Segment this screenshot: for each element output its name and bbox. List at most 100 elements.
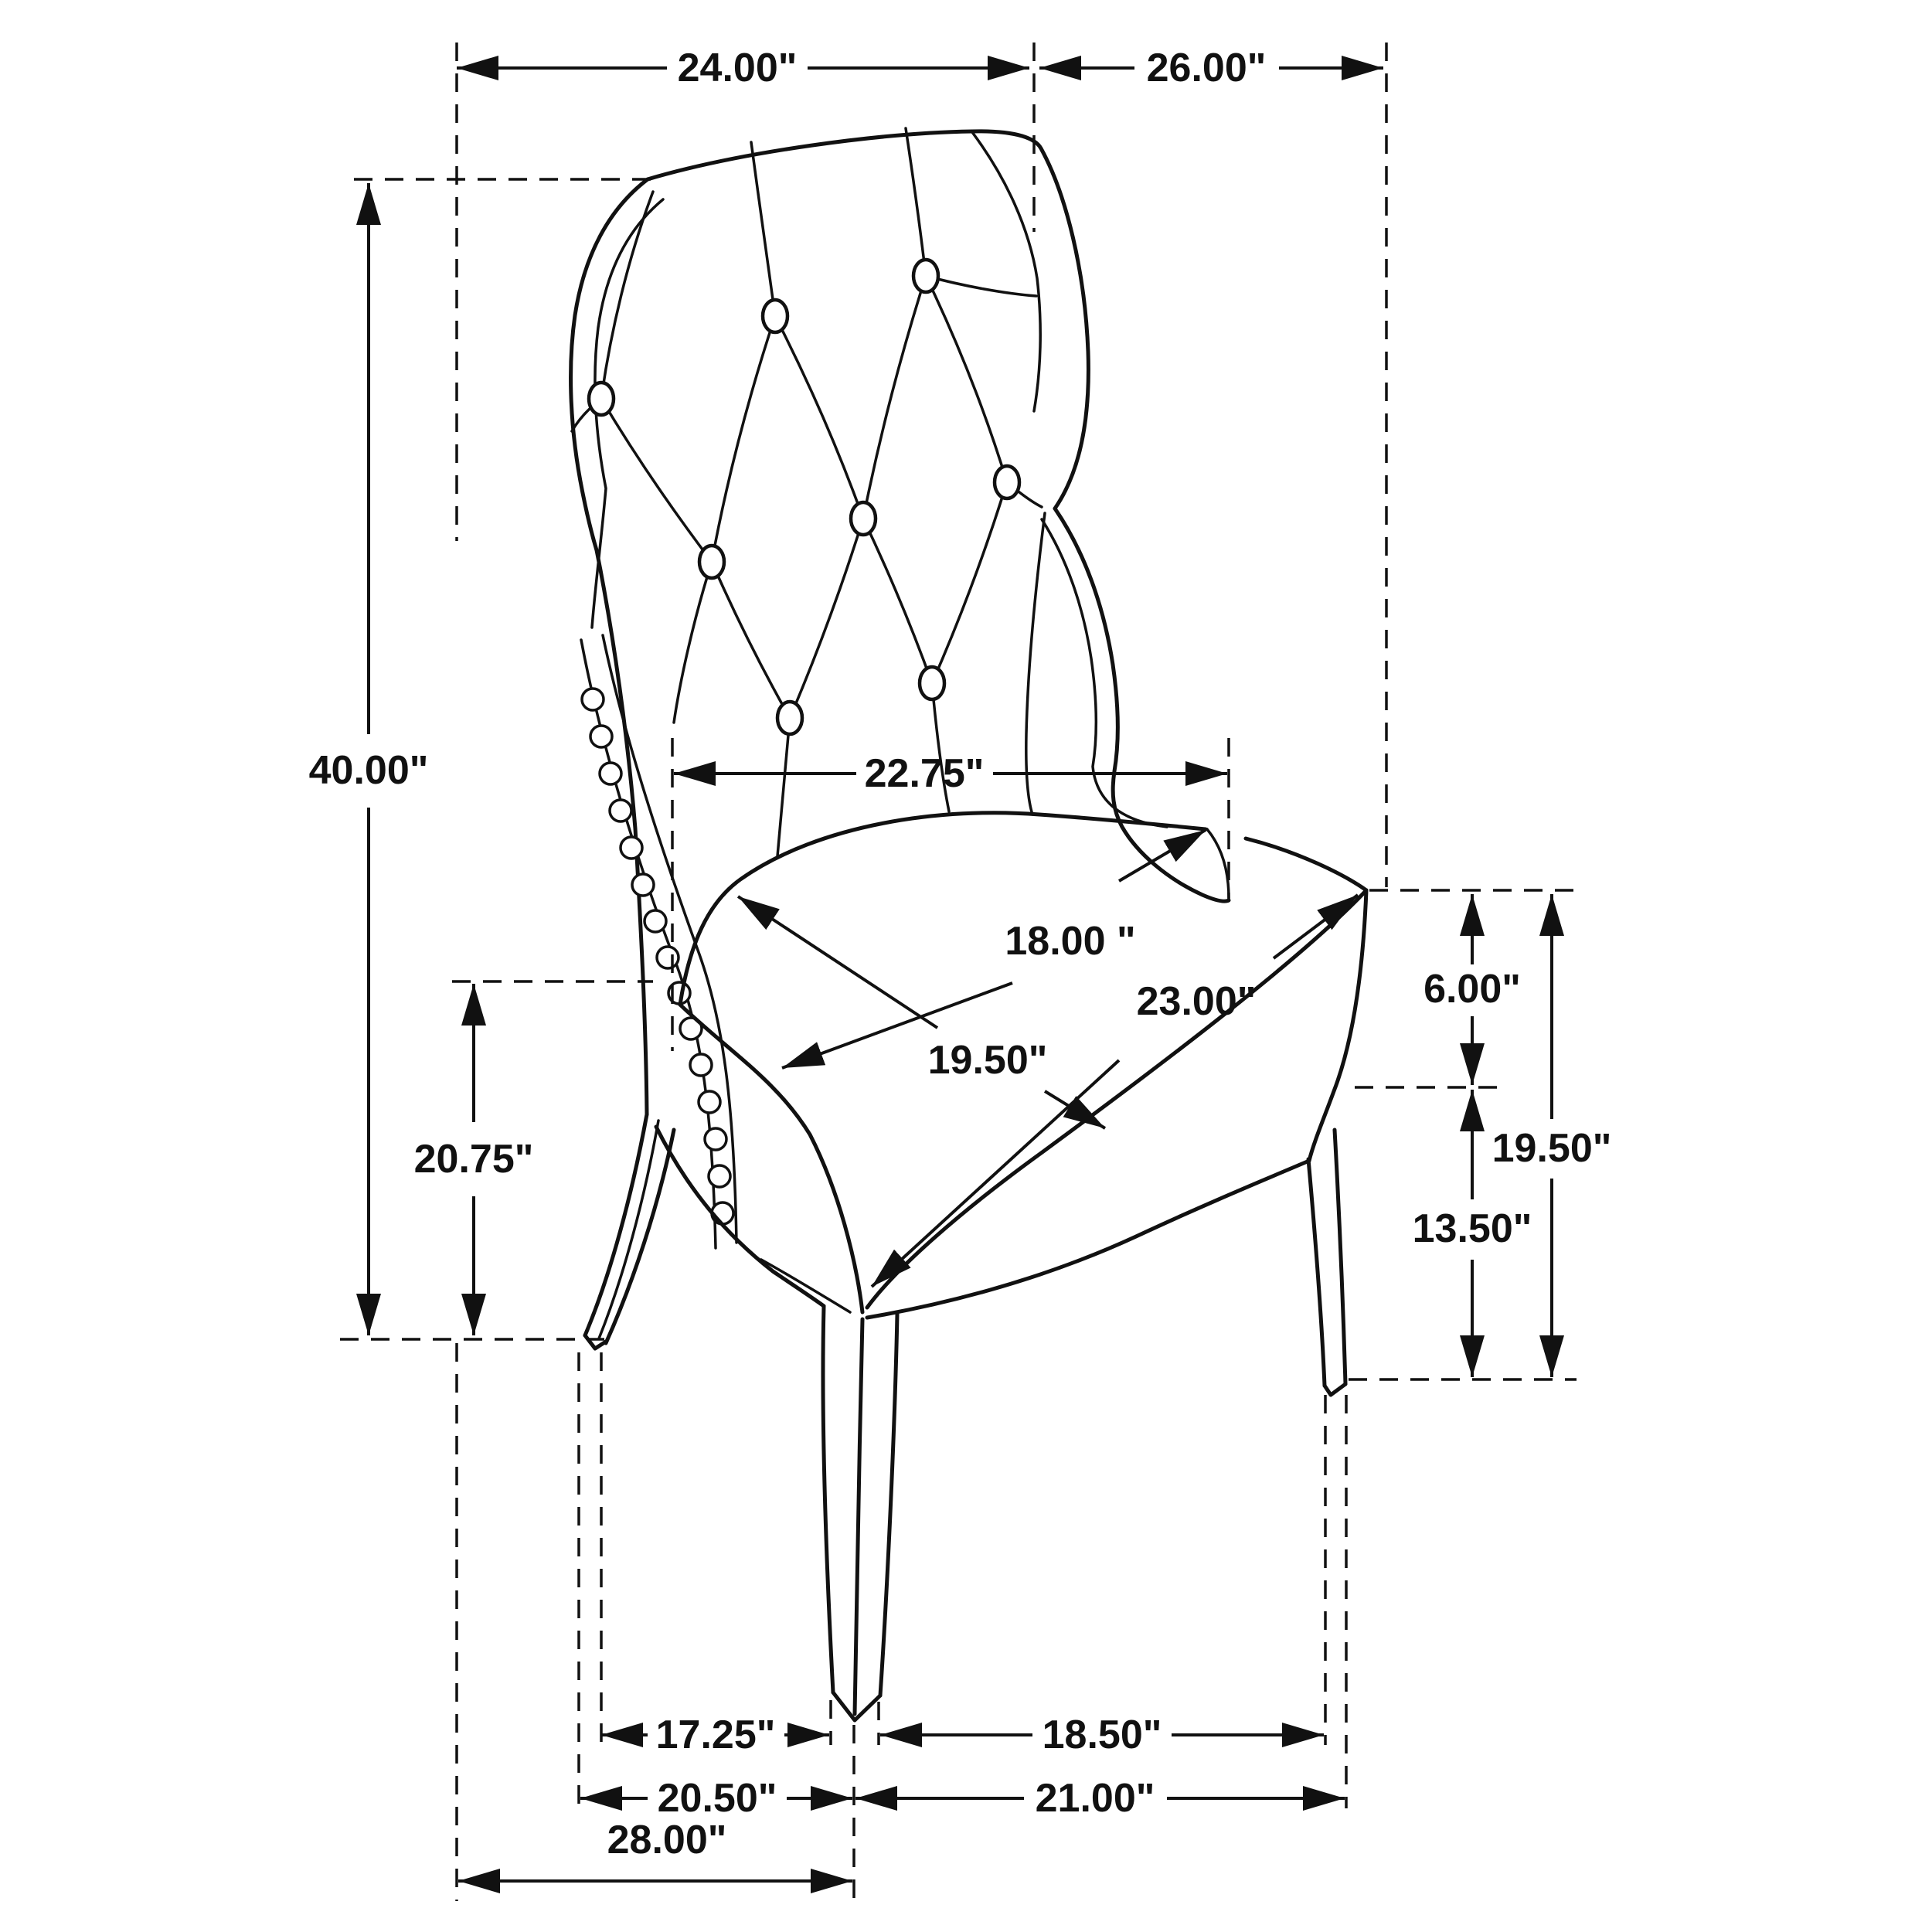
rear-left-leg-outer-edge xyxy=(583,1112,649,1338)
dimension-seat-height: 19.50" xyxy=(1492,894,1612,1377)
tuft-seam xyxy=(862,274,927,520)
rear-right-leg-right-edge xyxy=(1332,1128,1348,1386)
extension-lines xyxy=(340,43,1577,1905)
tuft-seam xyxy=(776,716,791,858)
tuft-button xyxy=(697,543,726,580)
rear-left-leg-inner-edge xyxy=(604,1128,676,1345)
dim-label-leg-height: 13.50" xyxy=(1413,1206,1532,1251)
back-right-lower-seam xyxy=(1025,512,1046,816)
tuft-seam xyxy=(672,560,713,724)
rear-left-leg-foot xyxy=(583,1333,608,1351)
dimension-cushion-thickness: 6.00" xyxy=(1423,894,1521,1085)
nailhead-trim xyxy=(580,687,735,1226)
tuft-seam xyxy=(924,274,1009,484)
nailhead-icon xyxy=(703,1127,728,1151)
dimension-seat-back-width: 18.00 " xyxy=(781,828,1207,1070)
tuft-seam xyxy=(600,397,713,563)
tuft-seam xyxy=(600,190,655,400)
tuft-button xyxy=(917,665,947,702)
nailhead-icon xyxy=(643,909,668,934)
dim-label-overall-height: 40.00" xyxy=(309,748,429,793)
rear-left-leg-outer-inner-line xyxy=(597,1119,660,1340)
nailhead-icon xyxy=(631,872,655,897)
dim-label-seat-height: 19.50" xyxy=(1492,1126,1612,1171)
dim-label-seat-back-width: 18.00 " xyxy=(1005,919,1135,964)
rear-right-leg xyxy=(1306,1128,1348,1397)
dimension-seat-depth: 19.50" xyxy=(736,895,1107,1130)
dimension-leg-span-front-inner: 17.25" xyxy=(601,1713,829,1757)
dimension-leg-span-right-inner: 18.50" xyxy=(880,1713,1324,1757)
tufting-buttons xyxy=(587,257,1022,736)
nailhead-icon xyxy=(697,1090,722,1114)
right-arm-outer-edge xyxy=(1053,506,1231,903)
tuft-seam xyxy=(710,560,791,719)
nailhead-icon xyxy=(707,1164,732,1189)
seat-back-edge xyxy=(678,811,1208,1007)
tuft-button xyxy=(587,380,616,417)
tuft-button xyxy=(911,257,940,294)
tuft-button xyxy=(775,699,804,736)
rear-right-leg-foot xyxy=(1322,1382,1348,1397)
right-arm-inner-edge xyxy=(1040,518,1168,828)
rear-left-leg xyxy=(583,1112,676,1351)
dim-line xyxy=(781,981,1013,1070)
nailhead-icon xyxy=(689,1053,713,1077)
front-leg-right-edge xyxy=(878,1311,900,1698)
rear-right-leg-left-edge xyxy=(1306,1157,1327,1388)
nailhead-icon xyxy=(655,945,680,970)
dim-label-leg-span-left-outer: 20.50" xyxy=(658,1776,777,1821)
seat-back-right-corner-edge xyxy=(1243,836,1369,893)
tuft-seam xyxy=(930,481,1009,685)
dim-line xyxy=(1117,828,1207,883)
dim-line xyxy=(1272,893,1359,960)
chair-drawing xyxy=(569,127,1369,1723)
left-skirt-bottom-edge xyxy=(654,1124,826,1308)
dim-label-top-width: 24.00" xyxy=(678,46,798,90)
chair-back-top-edge xyxy=(645,129,1090,511)
dim-line xyxy=(1043,1090,1107,1130)
dimension-leg-height: 13.50" xyxy=(1413,1090,1532,1377)
dim-label-leg-span-right-outer: 21.00" xyxy=(1036,1776,1155,1821)
nailhead-icon xyxy=(608,798,633,823)
right-arm-front-edge xyxy=(1206,828,1230,900)
nailhead-band-inner-edge xyxy=(601,634,738,1244)
dim-label-cushion-thickness: 6.00" xyxy=(1423,967,1521,1012)
dimension-overall-height: 40.00" xyxy=(309,183,429,1335)
dim-label-seat-diagonal: 23.00" xyxy=(1137,979,1257,1024)
tuft-seam xyxy=(774,315,865,520)
dim-label-back-width: 22.75" xyxy=(865,751,985,796)
tufting-seams xyxy=(570,127,1043,858)
dim-label-base-depth: 28.00" xyxy=(607,1818,727,1862)
tuft-button xyxy=(849,500,878,537)
dim-line xyxy=(870,1059,1121,1288)
dim-line xyxy=(736,895,939,1029)
tuft-button xyxy=(760,298,790,335)
seat-left-front-edge xyxy=(678,1002,865,1315)
dimension-top-width: 24.00" xyxy=(457,46,1029,90)
left-skirt-inner-line xyxy=(760,1258,852,1314)
front-leg xyxy=(821,1304,900,1723)
front-leg-foot xyxy=(831,1690,883,1723)
right-skirt-bottom-edge xyxy=(865,1158,1311,1320)
dim-label-seat-depth: 19.50" xyxy=(928,1038,1048,1083)
tuft-seam xyxy=(924,274,1038,298)
dimension-leg-span-left-outer: 20.50" xyxy=(580,1776,852,1821)
nailhead-icon xyxy=(589,724,614,749)
nailhead-icon xyxy=(619,835,644,860)
right-skirt-right-edge xyxy=(1307,888,1369,1163)
dimension-base-depth: 28.00" xyxy=(458,1818,852,1893)
dimension-top-depth: 26.00" xyxy=(1039,46,1383,90)
nailhead-icon xyxy=(710,1201,735,1226)
dimension-arm-height: 20.75" xyxy=(414,984,533,1335)
front-leg-front-corner xyxy=(852,1317,865,1716)
chair-back-left-edge xyxy=(569,177,650,1117)
dimension-back-width: 22.75" xyxy=(674,751,1227,796)
tuft-seam xyxy=(750,141,777,318)
dim-label-top-depth: 26.00" xyxy=(1147,46,1267,90)
dim-label-leg-span-front-inner: 17.25" xyxy=(656,1713,776,1757)
nailhead-icon xyxy=(598,761,623,786)
tuft-seam xyxy=(862,517,934,685)
chair-back-right-corner-seam xyxy=(971,131,1042,413)
